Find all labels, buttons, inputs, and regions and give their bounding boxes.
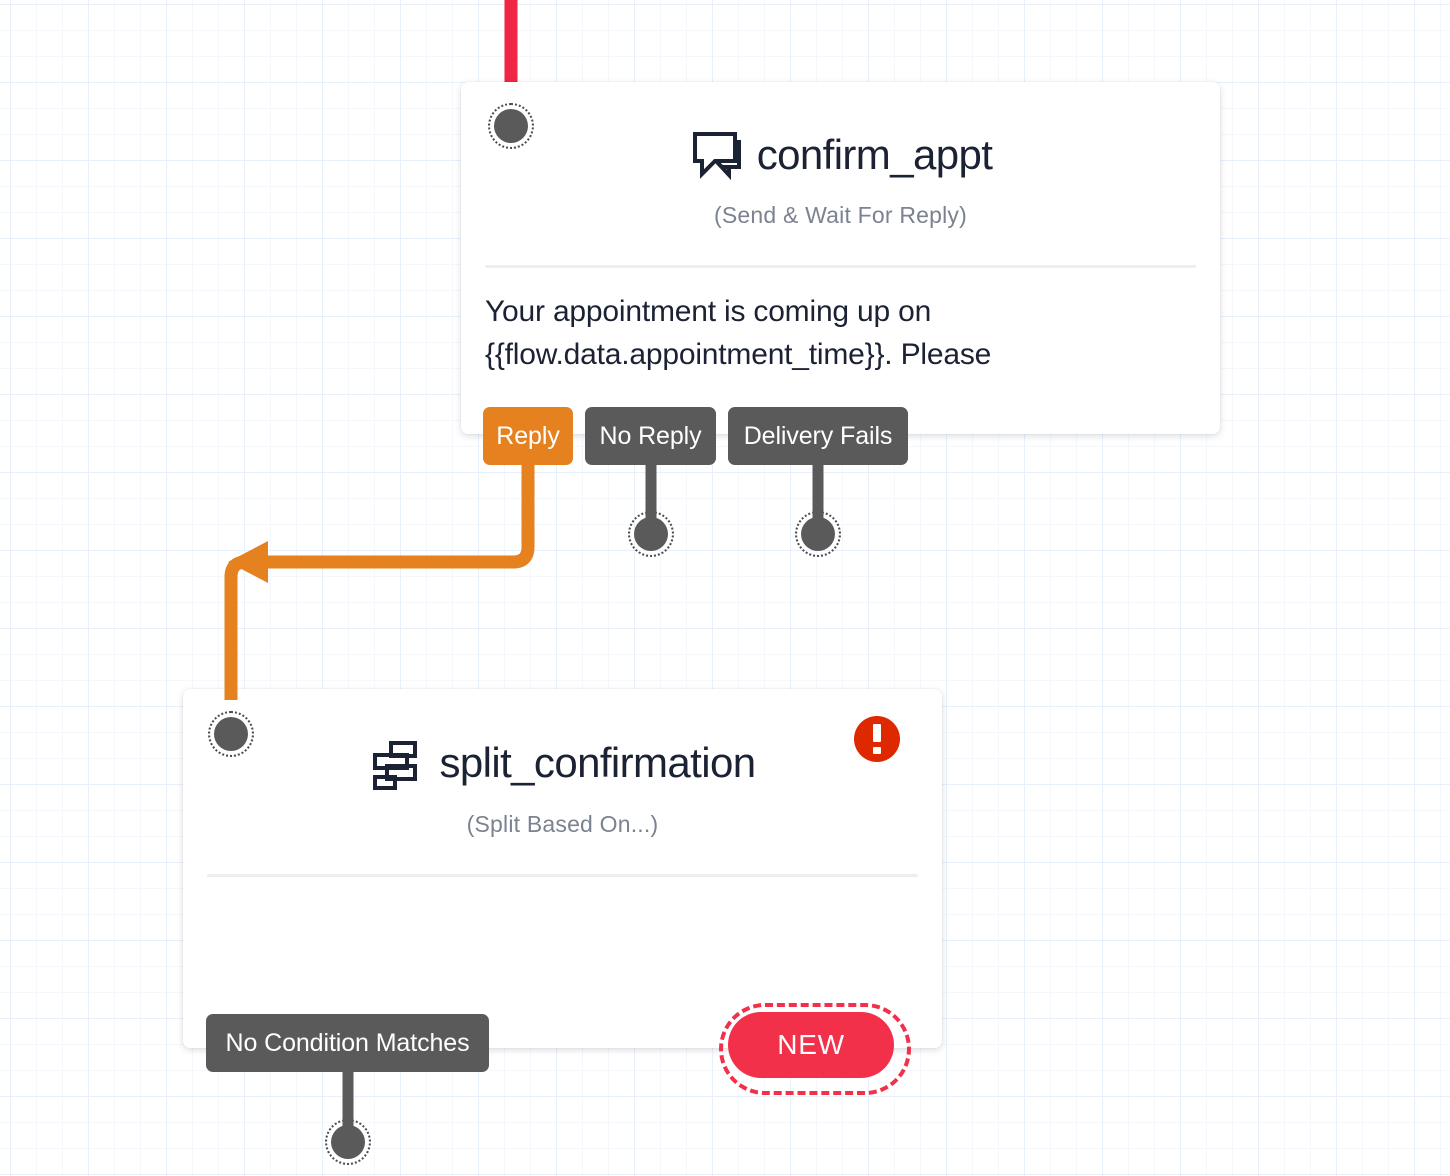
split-icon bbox=[369, 735, 425, 791]
output-dot-no-condition-matches[interactable] bbox=[325, 1119, 371, 1165]
node-body-confirm-appt: Your appointment is coming up on {{flow.… bbox=[485, 295, 992, 372]
transition-label: No Reply bbox=[599, 421, 702, 450]
card-divider bbox=[207, 874, 918, 877]
input-dot-split-confirmation[interactable] bbox=[208, 711, 254, 757]
input-dot-confirm-appt[interactable] bbox=[488, 103, 534, 149]
transition-pill-delivery-fails[interactable]: Delivery Fails bbox=[728, 407, 908, 465]
node-body-split-confirmation bbox=[207, 895, 918, 1015]
reply-wire-arrowhead bbox=[228, 541, 268, 583]
node-card-split-confirmation[interactable]: split_confirmation (Split Based On...) bbox=[183, 689, 942, 1048]
node-header-split-confirmation: split_confirmation bbox=[183, 689, 942, 821]
chat-bubbles-icon bbox=[689, 130, 745, 180]
output-dot-no-reply[interactable] bbox=[628, 511, 674, 557]
transition-pill-no-reply[interactable]: No Reply bbox=[585, 407, 716, 465]
transition-pill-no-condition-matches[interactable]: No Condition Matches bbox=[206, 1014, 489, 1072]
exclamation-icon bbox=[873, 724, 881, 754]
transition-pill-reply[interactable]: Reply bbox=[483, 407, 573, 465]
transition-label: Delivery Fails bbox=[743, 421, 893, 450]
output-dot-delivery-fails[interactable] bbox=[795, 511, 841, 557]
new-badge-outline bbox=[719, 1003, 911, 1095]
new-badge-label: NEW bbox=[777, 1029, 845, 1060]
node-subtitle-confirm-appt: (Send & Wait For Reply) bbox=[714, 202, 967, 228]
node-subtitle-split-confirmation: (Split Based On...) bbox=[466, 811, 659, 837]
node-card-confirm-appt[interactable]: confirm_appt (Send & Wait For Reply) You… bbox=[461, 82, 1220, 434]
node-title-confirm-appt: confirm_appt bbox=[756, 131, 993, 178]
transition-label: Reply bbox=[496, 421, 560, 450]
new-badge[interactable]: NEW bbox=[728, 1012, 894, 1078]
error-badge[interactable] bbox=[854, 716, 900, 762]
transition-label: No Condition Matches bbox=[225, 1028, 470, 1057]
node-header-confirm-appt: confirm_appt bbox=[461, 82, 1220, 214]
node-title-split-confirmation: split_confirmation bbox=[439, 739, 756, 786]
reply-to-split-wire bbox=[224, 460, 535, 700]
card-divider bbox=[485, 265, 1196, 268]
